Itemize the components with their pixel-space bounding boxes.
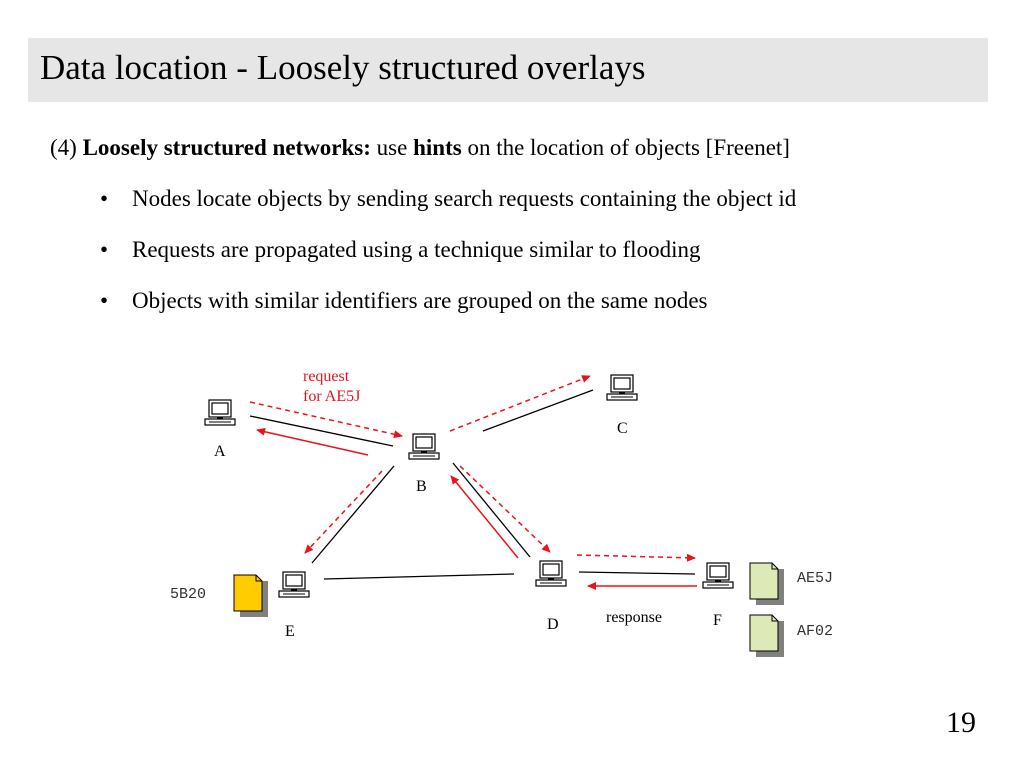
document-icon [233, 574, 268, 617]
link-b-d [452, 462, 531, 558]
request-arrow-a-b [249, 401, 403, 439]
computer-icon [702, 562, 734, 589]
bullet-item: •Objects with similar identifiers are gr… [100, 288, 708, 313]
request-label-line2: for AE5J [303, 388, 360, 405]
node-label-c: C [617, 420, 628, 437]
bullet-text: Objects with similar identifiers are gro… [132, 288, 708, 313]
bullet-text: Requests are propagated using a techniqu… [132, 237, 701, 262]
response-label: response [606, 609, 662, 626]
document-icon [749, 614, 784, 657]
links [249, 389, 696, 580]
response-arrow-b-a [256, 427, 369, 456]
page-number: 19 [946, 706, 976, 739]
node-label-f: F [713, 612, 722, 629]
object-id-f-2: AF02 [797, 623, 833, 640]
title-bar: Data location - Loosely structured overl… [28, 38, 988, 102]
intro-text-2: on the location of objects [Freenet] [467, 135, 790, 160]
bullet-text: Nodes locate objects by sending search r… [132, 186, 797, 211]
document-icon [749, 562, 784, 605]
link-b-e [311, 465, 395, 564]
node-label-e: E [285, 623, 295, 640]
intro-line: (4) Loosely structured networks: use hin… [50, 135, 790, 161]
intro-bold-hints: hints [413, 135, 462, 160]
intro-text-1: use [376, 135, 408, 160]
computer-icon [204, 399, 236, 426]
computer-icon [535, 560, 567, 587]
computer-icon [408, 433, 440, 460]
node-label-a: A [214, 443, 226, 460]
bullet-item: •Nodes locate objects by sending search … [100, 186, 797, 211]
request-arrow-b-c [449, 375, 591, 432]
request-arrow-b-d [459, 465, 551, 553]
object-id-f-1: AE5J [797, 570, 833, 587]
request-arrows [249, 375, 696, 562]
link-a-b [249, 415, 394, 447]
response-arrow-d-b [450, 475, 519, 559]
link-b-c [482, 389, 594, 432]
bullet-item: •Requests are propagated using a techniq… [100, 237, 701, 262]
link-d-f [578, 571, 696, 575]
object-id-e: 5B20 [170, 586, 206, 603]
computer-icon [606, 374, 638, 401]
link-e-d [323, 573, 515, 580]
computer-icon [278, 571, 310, 598]
intro-number: (4) [50, 135, 77, 160]
intro-bold-term: Loosely structured networks: [82, 135, 371, 160]
request-arrow-d-f [576, 553, 696, 562]
request-label-line1: request [303, 368, 350, 385]
request-arrow-b-e [304, 470, 383, 554]
response-arrows [256, 427, 697, 590]
node-label-d: D [547, 616, 559, 633]
node-label-b: B [416, 478, 427, 495]
slide-title: Data location - Loosely structured overl… [40, 48, 646, 87]
